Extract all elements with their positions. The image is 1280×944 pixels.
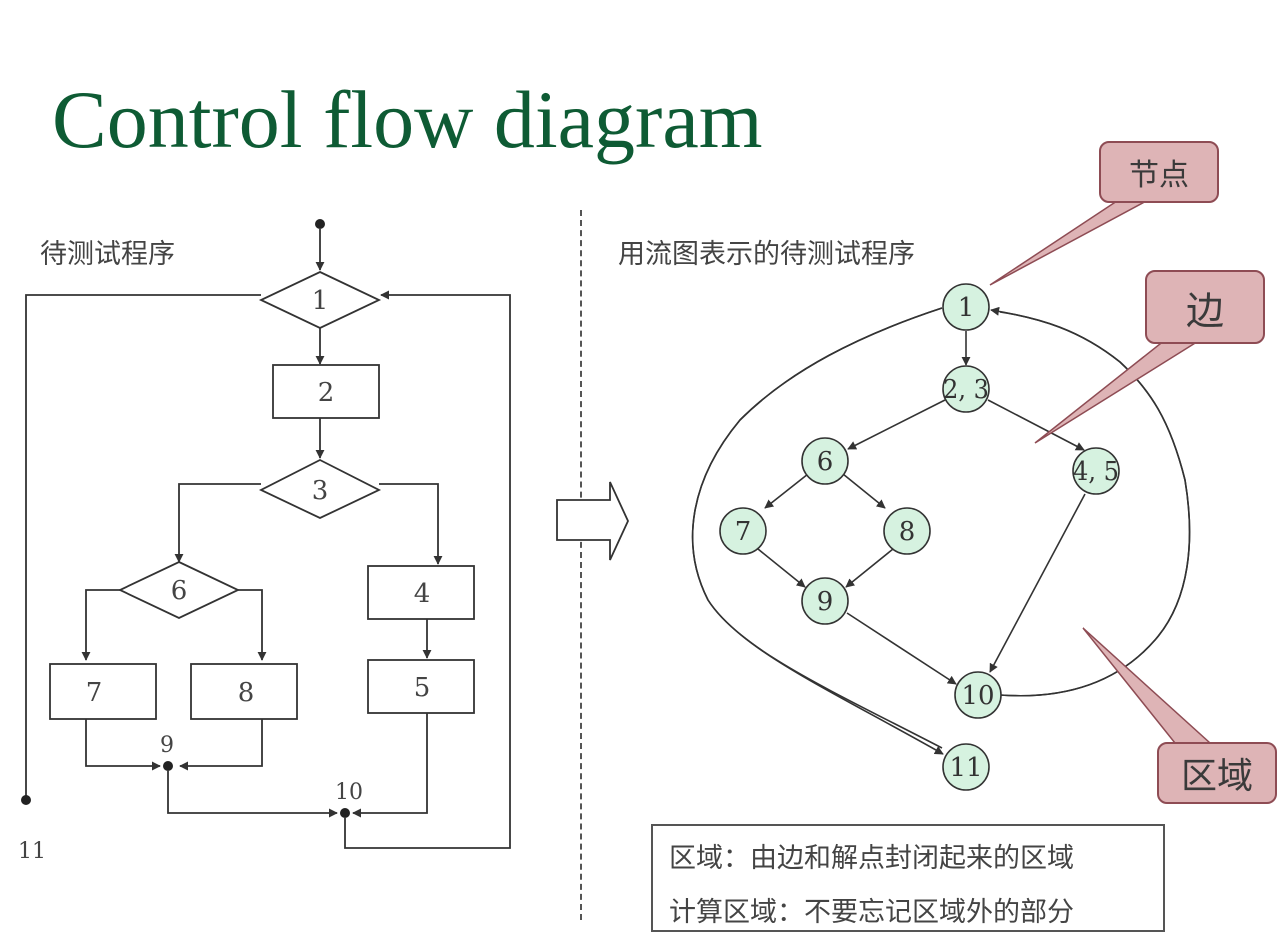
flow-edge: [179, 719, 263, 771]
junction-9: [163, 761, 173, 771]
junction-11-label: 11: [18, 839, 46, 864]
junction-9-label: 9: [160, 733, 174, 758]
left-heading: 待测试程序: [40, 239, 175, 270]
graph-node-6: [801, 437, 849, 485]
flow-edge: [85, 719, 161, 771]
graph-node-45: [1072, 447, 1120, 495]
graph-edges: [691, 306, 1191, 755]
decision-6-label: 6: [171, 576, 188, 606]
process-2-label: 2: [318, 378, 335, 408]
process-7-label: 7: [86, 678, 103, 708]
graph-node-label: 8: [899, 517, 916, 547]
process-2: [272, 364, 380, 419]
callout-edge: 边: [1145, 270, 1265, 344]
graph-edge-23-6: [847, 399, 946, 450]
graph-node-10: [954, 671, 1002, 719]
flowchart-labels: 1 3 6 2 4 5 7 8 9 10 11: [18, 286, 430, 864]
process-5-label: 5: [414, 673, 431, 703]
graph-node-9: [801, 577, 849, 625]
flow-edge: [238, 589, 267, 661]
flow-edge: [81, 589, 120, 661]
graph-node-label: 7: [735, 517, 752, 547]
process-8: [190, 663, 298, 720]
graph-node-1: [942, 283, 990, 331]
graph-node-label: 4, 5: [1073, 457, 1119, 487]
graph-node-7: [719, 507, 767, 555]
callout-region-pointer: [1082, 627, 1212, 744]
process-4: [367, 565, 475, 620]
flow-edge: [379, 483, 443, 565]
graph-node-23: [942, 365, 990, 413]
flow-edge: [352, 713, 428, 818]
process-8-label: 8: [238, 678, 255, 708]
callout-edge-pointer: [1034, 339, 1203, 444]
decision-3-label: 3: [312, 476, 329, 506]
exit-edge: [25, 294, 261, 800]
graph-node-label: 11: [949, 753, 982, 783]
graph-node-labels: 1 2, 3 6 4, 5 7 8 9 10 11: [735, 293, 1119, 783]
decision-6: [117, 561, 241, 619]
graph-edge-6-7: [764, 473, 809, 509]
graph-node-label: 6: [817, 447, 834, 477]
flowchart: [21, 219, 511, 849]
decision-1-label: 1: [312, 286, 329, 316]
graph-edge-6-8: [842, 473, 886, 509]
graph-edge-8-9: [845, 548, 894, 588]
process-5: [367, 659, 475, 714]
graph-node-label: 10: [961, 681, 994, 711]
decision-3: [258, 458, 382, 519]
graph-node-label: 9: [817, 587, 834, 617]
flow-edge: [174, 483, 261, 563]
dashed-divider: [580, 210, 582, 920]
graph-nodes: [719, 283, 1120, 791]
graph-node-label: 1: [958, 293, 975, 323]
graph-edge-45-10: [989, 493, 1086, 673]
note-line: 计算区域：不要忘记区域外的部分: [669, 897, 1074, 928]
junction-10: [340, 808, 350, 818]
graph-node-8: [883, 507, 931, 555]
flow-edge: [167, 771, 338, 818]
process-4-label: 4: [414, 579, 431, 609]
graph-edge-7-9: [757, 548, 806, 588]
graph-node-11: [942, 743, 990, 791]
note-box: 区域：由边和解点封闭起来的区域 计算区域：不要忘记区域外的部分: [651, 824, 1165, 932]
process-7: [49, 663, 157, 720]
transform-arrow: [556, 481, 629, 561]
graph-edge-1-11: [691, 307, 944, 755]
start-dot: [315, 219, 325, 229]
graph-edge-9-10: [846, 612, 957, 685]
junction-10-label: 10: [335, 780, 363, 805]
callout-node-pointer: [989, 198, 1151, 286]
callout-node: 节点: [1099, 141, 1219, 203]
graph-edge-10-1: [990, 306, 1191, 697]
note-line: 区域：由边和解点封闭起来的区域: [669, 843, 1074, 874]
graph-edge-23-45: [987, 399, 1085, 451]
page-title: Control flow diagram: [52, 74, 763, 165]
graph-node-label: 2, 3: [943, 375, 989, 405]
right-heading: 用流图表示的待测试程序: [618, 239, 915, 270]
junction-11: [21, 795, 31, 805]
callout-region: 区域: [1157, 742, 1277, 804]
loop-back-edge: [344, 290, 511, 849]
